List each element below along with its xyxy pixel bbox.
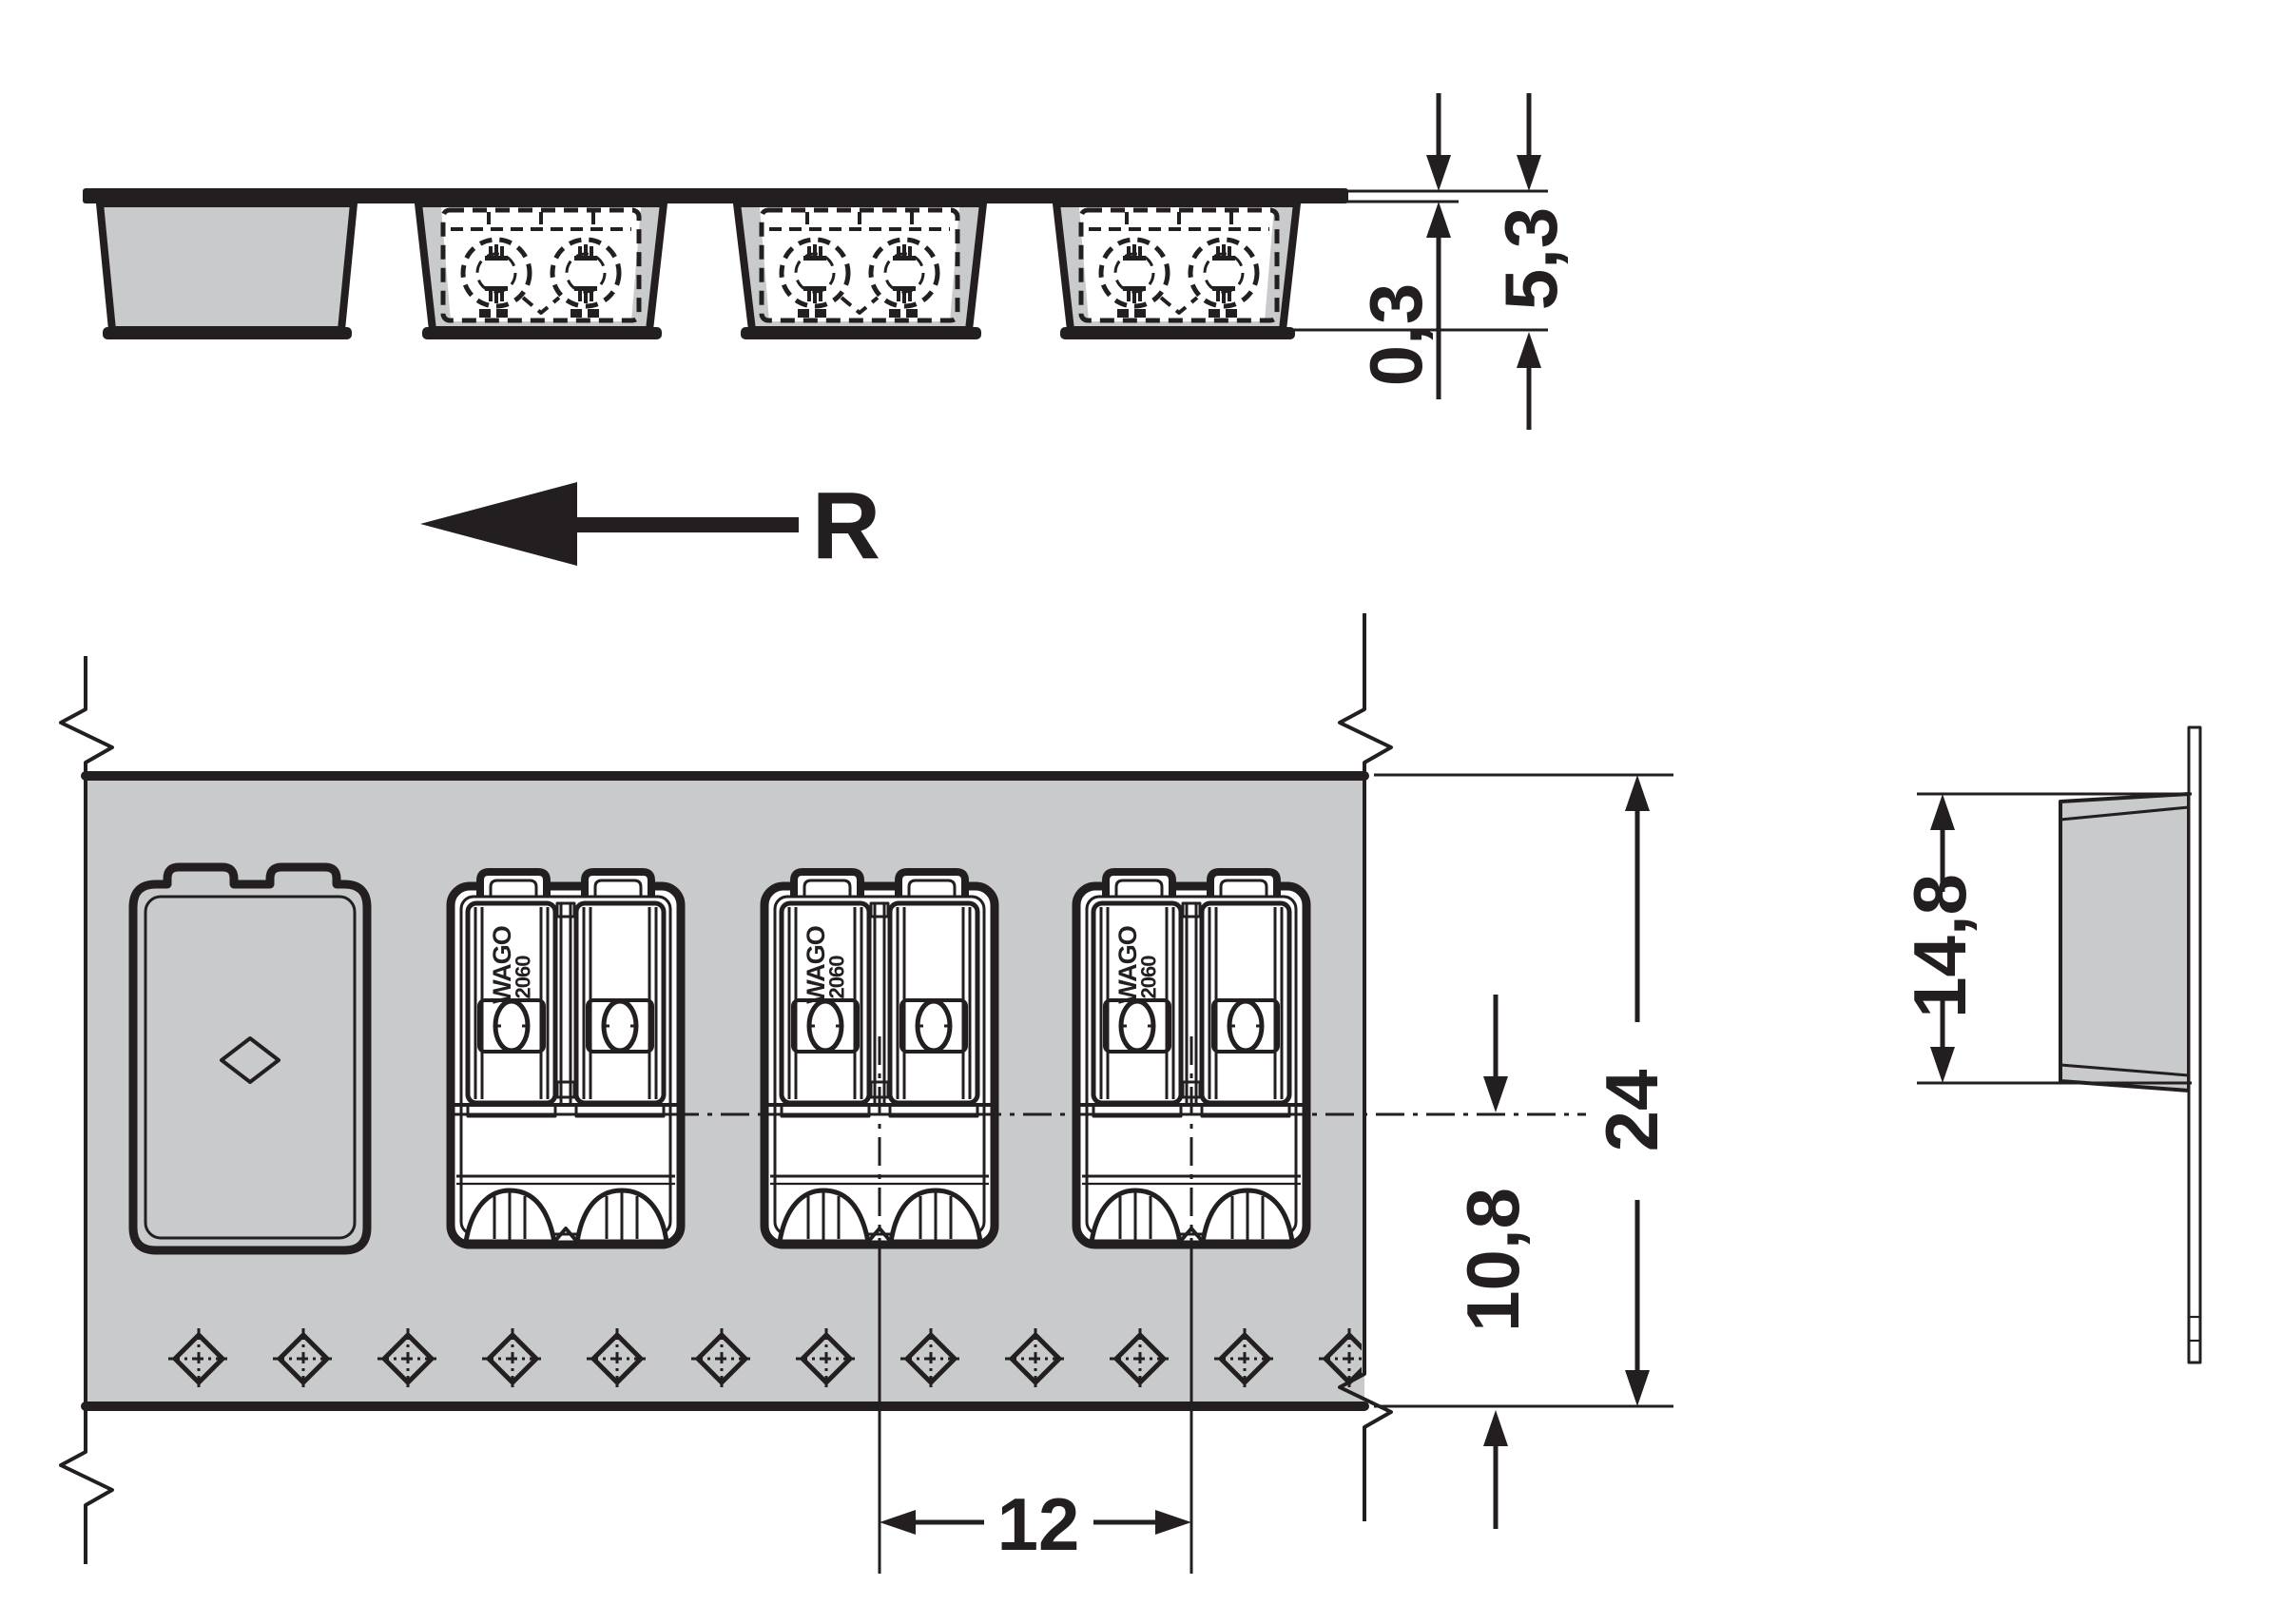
pocket-empty-plan: [128, 862, 372, 1255]
unreeling-direction-arrow: R: [420, 473, 880, 579]
dimension-pocket-pitch: 12: [880, 1482, 1191, 1566]
pocket-orientation-diamond: [220, 1036, 280, 1084]
carrier-strip-profile: [2187, 725, 2202, 1364]
dim-pocket-pitch-label: 12: [997, 1482, 1080, 1566]
dim-component-height-label: 14,8: [1898, 874, 1982, 1018]
pocket-with-component-side: [733, 200, 987, 339]
component-brand-marking: WAGO: [1113, 926, 1142, 1004]
dimension-component-height: 14,8: [1898, 792, 2192, 1085]
carrier-tape-bar: [83, 188, 1348, 203]
dimension-tape-thickness: 0,3: [1354, 93, 1451, 399]
dim-tape-thickness-label: 0,3: [1354, 283, 1438, 386]
break-line-left: [59, 656, 114, 1564]
component-series-marking: 2060: [512, 956, 535, 999]
component-plan: [451, 872, 681, 1245]
pocket-with-component-side: [1053, 200, 1301, 339]
dimension-pocket-depth: 5,3: [1462, 93, 1573, 430]
direction-arrowhead-icon: [420, 482, 577, 566]
dim-pocket-depth-label: 5,3: [1489, 207, 1573, 310]
dimension-tape-width: 24: [1374, 773, 1673, 1408]
pocket-profile: [2059, 792, 2191, 1092]
component-brand-marking: WAGO: [488, 926, 516, 1004]
dim-centerline-to-edge-label: 10,8: [1451, 1188, 1535, 1332]
component-brand-marking: WAGO: [802, 926, 830, 1004]
dimension-centerline-to-edge: 10,8: [1451, 995, 1535, 1529]
pocket-empty-side: [96, 200, 358, 339]
component-series-marking: 2060: [825, 956, 849, 999]
dim-tape-width-label: 24: [1590, 1070, 1673, 1152]
break-line-right: [1338, 613, 1393, 1521]
pocket-with-component-side: [415, 200, 667, 339]
section-view-pocket-profile: [2059, 725, 2202, 1364]
plan-view-tape: WAGO 2060 WAGO 2060 WAGO 2060: [59, 613, 1586, 1574]
side-view-tape-with-pockets: [83, 188, 1548, 339]
component-series-marking: 2060: [1137, 956, 1161, 999]
direction-label: R: [812, 473, 880, 579]
